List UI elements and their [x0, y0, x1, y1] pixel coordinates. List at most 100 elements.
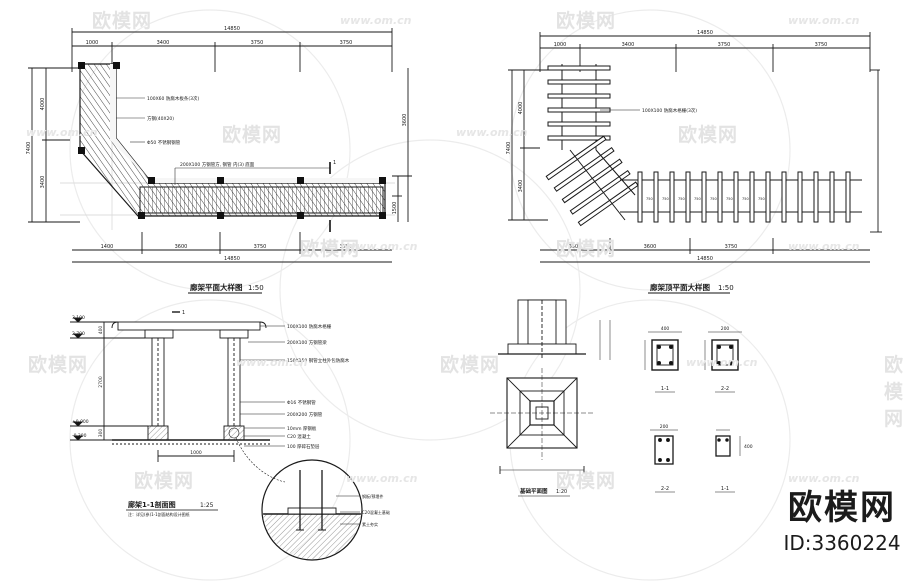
fnd-dim-3: 200 — [660, 424, 669, 430]
watermark-logo-11: 欧模网 — [556, 470, 617, 492]
dim-bottom-4: 3750 — [340, 244, 353, 250]
dim-bottom-2: 3600 — [175, 244, 188, 250]
r-dim-top-4: 3750 — [815, 42, 828, 48]
dim-left-2: 3400 — [40, 176, 46, 189]
watermark-url-4: www.om.cn — [788, 14, 860, 27]
elev-dim-2: 2700 — [98, 376, 104, 388]
watermark-url-10: www.om.cn — [788, 472, 860, 485]
dim-top-2: 3400 — [157, 40, 170, 46]
elevation-scale: 1:25 — [200, 502, 214, 509]
watermark-logo-6: 欧模网 — [556, 238, 617, 260]
r-dim-bottom-1: 3500 — [569, 244, 582, 250]
fnd-dim-1: 400 — [661, 326, 670, 332]
brand-name: 欧模网 — [788, 488, 896, 528]
fnd-dim-4: 400 — [744, 444, 753, 450]
elev-note-7: C20 混凝土 — [287, 433, 311, 440]
foundation-title: 基础平面图 — [519, 487, 548, 495]
r-dim-top-1: 1000 — [554, 42, 567, 48]
rafter-label-4: 750 — [694, 197, 701, 201]
plan-left-title: 廊架平面大样图 — [190, 282, 243, 292]
section-mark: 1 — [333, 160, 336, 166]
note-1: 100X60 防腐木板条(3次) — [147, 95, 199, 102]
watermark-logo-1: 欧模网 — [92, 10, 153, 32]
elev-note-8: 100 厚碎石垫层 — [287, 443, 320, 450]
elev-section-mark: 1 — [182, 310, 185, 316]
dim-left-1: 4000 — [40, 98, 46, 111]
r-dim-bottom-total: 14850 — [697, 256, 713, 262]
elev-note-2: 200X100 方钢管梁 — [287, 339, 327, 346]
level-2: 2.700 — [72, 331, 85, 337]
section-label-2: 2-2 — [721, 386, 729, 392]
detail-note-3: 素土夯实 — [362, 521, 378, 527]
note-4: 200X100 方钢管方, 钢管 内(3) 底面 — [180, 161, 255, 168]
elevation-text: 3.100 2.700 ±0.000 -0.300 400 2700 300 1… — [72, 310, 350, 517]
level-4: -0.300 — [72, 433, 87, 439]
r-dim-left-1: 4000 — [518, 102, 524, 115]
fnd-dim-2: 200 — [721, 326, 730, 332]
elev-dim-3: 300 — [98, 429, 104, 438]
r-dim-bottom-3: 3750 — [725, 244, 738, 250]
watermark-url-7: www.om.cn — [346, 240, 418, 253]
watermark-logo-2: 欧模网 — [556, 10, 617, 32]
level-1: 3.100 — [72, 315, 85, 321]
elevation — [70, 311, 286, 483]
watermark-logo-4: 欧模网 — [678, 124, 739, 146]
r-dim-top-2: 3400 — [622, 42, 635, 48]
dim-top-3: 3750 — [251, 40, 264, 46]
rafter-label-2: 750 — [662, 197, 669, 201]
r-dim-left-2: 3400 — [518, 180, 524, 193]
dim-right-1: 3600 — [402, 114, 408, 127]
section-label-3: 2-2 — [661, 486, 669, 492]
brand-id: ID:3360224 — [783, 531, 901, 555]
watermark-logo-5: 欧模网 — [300, 238, 361, 260]
plan-left-text: 14850 1000 3400 3750 3750 1400 3600 3750… — [26, 26, 408, 292]
detail-note-1: 钢板/预埋件 — [362, 493, 383, 499]
elevation-footnote: 注：详见(参)1-1剖面结构设计图纸 — [128, 511, 190, 517]
watermark-url-2: www.om.cn — [456, 126, 528, 139]
dim-top-total: 14850 — [224, 26, 240, 32]
watermark-arcs — [69, 9, 791, 581]
rafter-label-5: 750 — [710, 197, 717, 201]
plan-right-scale: 1:50 — [718, 284, 734, 292]
plan-right-rafters — [637, 171, 851, 223]
watermark-url-9: www.om.cn — [346, 472, 418, 485]
note-3: Φ50 不锈钢钢管 — [147, 139, 181, 146]
foundation-scale: 1:20 — [556, 489, 567, 495]
section-label-1: 1-1 — [661, 386, 669, 392]
dim-top-1: 1000 — [86, 40, 99, 46]
watermark-url-3: www.om.cn — [340, 14, 412, 27]
rafter-label-1: 750 — [646, 197, 653, 201]
plan-right-title: 廊架顶平面大样图 — [650, 282, 710, 292]
watermark-logo-9: 欧模网 — [884, 354, 905, 430]
elev-note-6: 10mm 厚钢板 — [287, 425, 317, 432]
elev-note-4: Φ16 不锈钢管 — [287, 399, 316, 406]
watermark-url-1: www.om.cn — [26, 126, 98, 139]
r-dim-bottom-2: 3600 — [644, 244, 657, 250]
elev-note-3: 150X150 钢管立柱外包防腐木 — [287, 357, 350, 364]
r-dim-top-total: 14850 — [697, 30, 713, 36]
elev-dim-bottom: 1000 — [190, 450, 202, 456]
note-2: 方钢(40X20) — [147, 115, 174, 122]
section-label-4: 1-1 — [721, 486, 729, 492]
r-dim-left-total: 7400 — [506, 142, 512, 155]
detail-note-2: C20混凝土基础 — [362, 509, 390, 515]
plan-right-pergola — [545, 64, 862, 227]
foundation-text: 400 200 200 400 1-1 2-2 2-2 1-1 基础平面图 1:… — [519, 326, 753, 495]
dim-left-total: 7400 — [26, 142, 32, 155]
watermark-logo-10: 欧模网 — [134, 470, 195, 492]
foundation — [490, 299, 742, 493]
elevation-title: 廊架1-1剖面图 — [128, 500, 176, 509]
dim-bottom-1: 1400 — [101, 244, 114, 250]
watermark-url-5: www.om.cn — [236, 356, 308, 369]
dim-bottom-total: 14850 — [224, 256, 240, 262]
rafter-label-8: 750 — [758, 197, 765, 201]
watermark-url-6: www.om.cn — [686, 356, 758, 369]
elev-note-5: 200X200 方钢管 — [287, 411, 323, 418]
rafter-label-6: 750 — [726, 197, 733, 201]
r-note: 100X100 防腐木格栅(3次) — [642, 107, 697, 114]
plan-right — [508, 32, 882, 263]
dim-right-2: 1500 — [392, 202, 398, 215]
watermark-logo-7: 欧模网 — [28, 354, 89, 376]
rafter-label-3: 750 — [678, 197, 685, 201]
